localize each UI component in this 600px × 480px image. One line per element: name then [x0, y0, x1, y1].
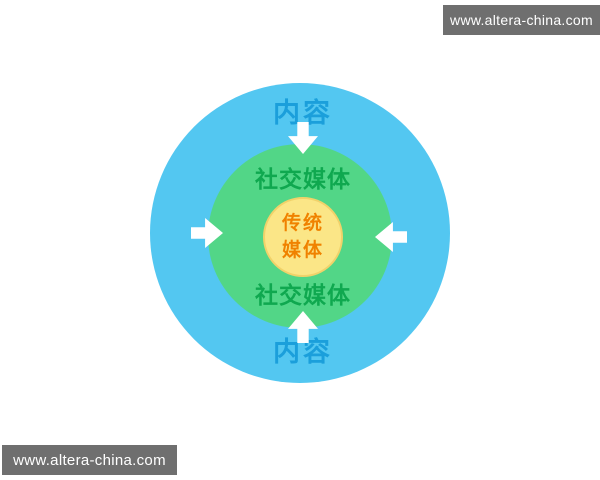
- watermark-top-right: www.altera-china.com: [443, 5, 600, 35]
- watermark-bottom-left: www.altera-china.com: [2, 445, 177, 475]
- inner-circle-traditional-media: 传统 媒体: [263, 197, 343, 277]
- traditional-media-label-line1: 传统: [281, 213, 324, 234]
- traditional-media-label-line2: 媒体: [281, 240, 324, 261]
